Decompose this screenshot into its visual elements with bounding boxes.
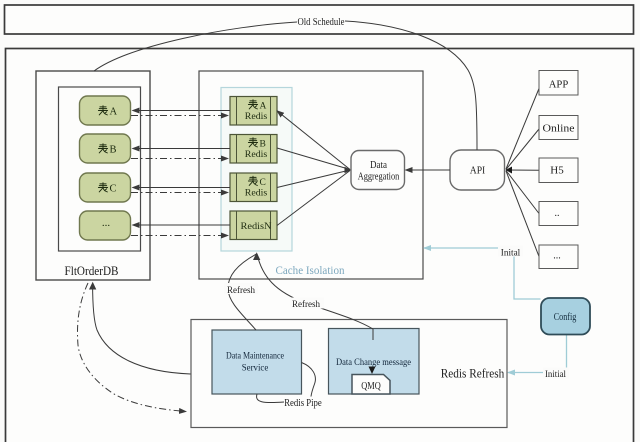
- svg-text:Data Maintenance: Data Maintenance: [226, 352, 284, 362]
- svg-text:API: API: [470, 165, 486, 177]
- svg-text:B: B: [110, 145, 117, 156]
- svg-text:C: C: [260, 178, 266, 188]
- svg-text:Aggregation: Aggregation: [358, 172, 400, 183]
- svg-text:Initial: Initial: [545, 370, 566, 380]
- svg-text:Redis Refresh: Redis Refresh: [441, 366, 505, 381]
- svg-text:A: A: [110, 107, 118, 118]
- svg-text:Cache Isolation: Cache Isolation: [276, 263, 345, 277]
- svg-text:Refresh: Refresh: [227, 285, 255, 296]
- svg-text:Config: Config: [554, 312, 577, 323]
- svg-text:H5: H5: [550, 166, 564, 177]
- svg-text:APP: APP: [549, 80, 569, 91]
- svg-text:Redis: Redis: [245, 189, 268, 199]
- svg-text:QMQ: QMQ: [361, 381, 381, 392]
- svg-text:Redis: Redis: [245, 112, 268, 122]
- svg-text:C: C: [110, 184, 117, 195]
- svg-text:...: ...: [553, 251, 561, 262]
- svg-text:FltOrderDB: FltOrderDB: [65, 263, 119, 278]
- svg-text:RedisN: RedisN: [241, 222, 272, 232]
- svg-text:Data Change message: Data Change message: [336, 358, 411, 368]
- svg-text:Online: Online: [543, 124, 576, 135]
- svg-text:Refresh: Refresh: [292, 299, 320, 310]
- svg-text:Inital: Inital: [501, 249, 521, 259]
- svg-text:A: A: [260, 102, 267, 112]
- svg-text:Old Schedule: Old Schedule: [298, 17, 345, 28]
- svg-text:...: ...: [102, 217, 111, 229]
- svg-text:..: ..: [555, 208, 560, 219]
- svg-text:Redis: Redis: [245, 150, 268, 160]
- svg-text:Service: Service: [242, 364, 269, 374]
- svg-text:B: B: [260, 140, 266, 150]
- svg-text:Data: Data: [370, 160, 387, 171]
- svg-text:Redis Pipe: Redis Pipe: [284, 398, 322, 409]
